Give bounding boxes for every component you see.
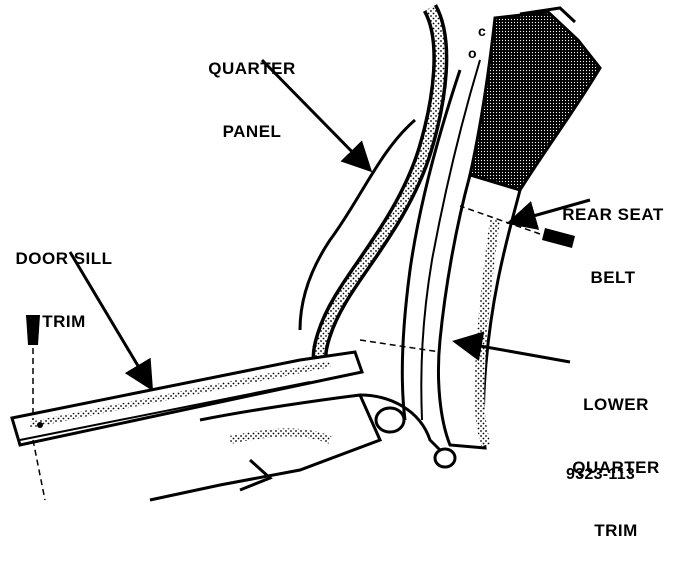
svg-text:c: c xyxy=(478,23,486,39)
diagram-canvas: c o xyxy=(10,4,602,502)
quarter-panel-label: QUARTER PANEL xyxy=(208,59,296,141)
lower-quarter-trim-label: LOWER QUARTER TRIM xyxy=(572,395,660,540)
quarter-panel-edge xyxy=(298,4,449,362)
door-sill-trim-label: DOOR SILL TRIM xyxy=(15,249,113,331)
door-sill-arrow xyxy=(68,251,154,392)
quarter-panel-arrow xyxy=(260,58,373,173)
seat-belt-arrow xyxy=(506,198,591,230)
sill-screw xyxy=(26,315,46,501)
rear-seat-belt-label: REAR SEAT BELT xyxy=(562,205,664,287)
svg-text:o: o xyxy=(468,45,477,61)
figure-number: 9323-113 xyxy=(566,466,636,483)
trim-dashed-guide xyxy=(359,339,441,353)
sill-base xyxy=(149,393,457,502)
door-sill-trim xyxy=(10,350,364,447)
lower-trim-arrow xyxy=(452,331,571,364)
